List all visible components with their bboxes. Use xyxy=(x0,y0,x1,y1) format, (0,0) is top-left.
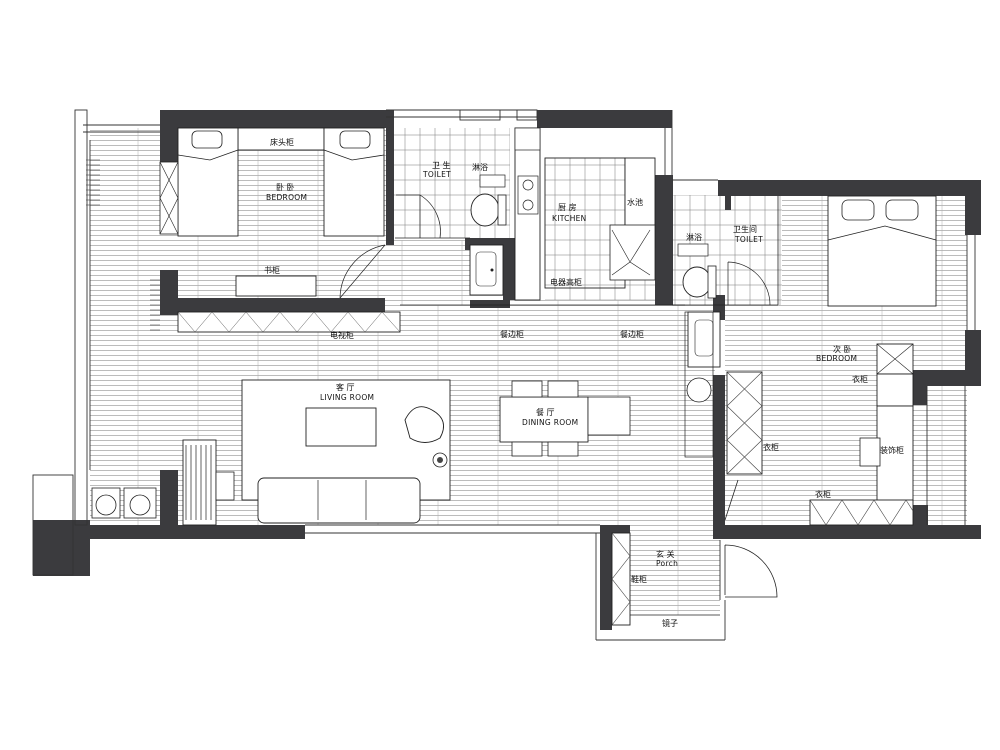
dining-en: DINING ROOM xyxy=(522,418,578,427)
bedroom2: 次 卧 BEDROOM 衣柜 装饰柜 衣柜 衣柜 xyxy=(724,195,937,526)
appliance-cabinet-label: 电器高柜 xyxy=(550,277,582,287)
bedroom1-en: BEDROOM xyxy=(266,193,307,202)
shoe-cabinet-label: 鞋柜 xyxy=(631,574,647,584)
toilet2: 卫生间 TOILET 淋浴 xyxy=(672,196,779,368)
toilet2-en: TOILET xyxy=(734,235,763,244)
side-cabinet xyxy=(159,161,179,235)
wardrobe-bottom xyxy=(809,499,914,526)
desk xyxy=(235,275,317,297)
porch-en: Porch xyxy=(656,559,678,568)
fridge xyxy=(684,311,714,458)
bedroom2-cn: 次 卧 xyxy=(833,344,852,354)
porch: 玄 关 Porch 鞋柜 镜子 xyxy=(611,532,778,628)
tv-cabinet: 电视柜 xyxy=(177,311,401,340)
toilet1-shower-label: 淋浴 xyxy=(472,162,488,172)
dryer xyxy=(123,487,157,519)
mirror-label: 镜子 xyxy=(662,618,678,628)
sideboard2-label: 餐边柜 xyxy=(620,329,644,339)
kitchen-en: KITCHEN xyxy=(552,214,587,223)
decor-cabinet xyxy=(876,405,914,502)
kitchen: 厨 房 KITCHEN 水池 电器高柜 xyxy=(514,127,656,301)
desk-label: 书柜 xyxy=(264,265,280,275)
armchair xyxy=(404,406,445,443)
wardrobe3-label: 衣柜 xyxy=(815,489,831,499)
kitchen-cn: 厨 房 xyxy=(558,202,577,212)
porch-floor xyxy=(630,525,720,615)
tv-cabinet-label: 电视柜 xyxy=(330,330,354,340)
walls xyxy=(33,110,981,630)
wardrobe1-label: 衣柜 xyxy=(852,374,868,384)
toilet2-cn: 卫生间 xyxy=(733,224,757,234)
piano xyxy=(182,439,217,526)
headboard-cabinet-label: 床头柜 xyxy=(270,137,294,147)
living-dining: 餐边柜 餐边柜 客 厅 LIVING ROOM 餐 厅 DINING ROOM xyxy=(91,304,714,526)
shoe-cabinet xyxy=(611,532,631,626)
toilet1-door xyxy=(396,194,441,239)
toilet2-bowl xyxy=(682,266,712,298)
living-cn: 客 厅 xyxy=(336,382,355,392)
entry-door xyxy=(724,544,778,598)
sideboard1-label: 餐边柜 xyxy=(500,329,524,339)
decor-cabinet-label: 装饰柜 xyxy=(880,445,904,455)
bedroom1-cn: 卧 卧 xyxy=(276,183,295,192)
toilet2-door xyxy=(727,261,771,306)
toilet1-cn: 卫 生 xyxy=(432,160,451,170)
washer xyxy=(91,487,121,519)
coffee-table xyxy=(305,407,377,447)
toilet1-en: TOILET xyxy=(422,170,451,179)
dining-table xyxy=(499,396,589,443)
sink-label: 水池 xyxy=(627,197,643,207)
dining-cn: 餐 厅 xyxy=(536,408,555,417)
living-en: LIVING ROOM xyxy=(320,393,374,402)
wardrobe2-label: 衣柜 xyxy=(763,442,779,452)
bedroom1: 床头柜 卧 卧 BEDROOM 书柜 xyxy=(159,127,386,299)
toilet2-shower-label: 淋浴 xyxy=(686,232,702,242)
bedroom2-en: BEDROOM xyxy=(816,354,857,363)
bedroom2-door xyxy=(724,479,739,521)
toilet1-bowl xyxy=(470,193,500,227)
outer-lines xyxy=(32,109,976,641)
toilet1: 卫 生 TOILET 淋浴 xyxy=(395,160,507,296)
porch-cn: 玄 关 xyxy=(656,549,675,559)
bedroom1-door xyxy=(339,244,386,299)
bench xyxy=(587,396,631,436)
radiator-left xyxy=(86,159,160,331)
sofa xyxy=(257,477,421,524)
